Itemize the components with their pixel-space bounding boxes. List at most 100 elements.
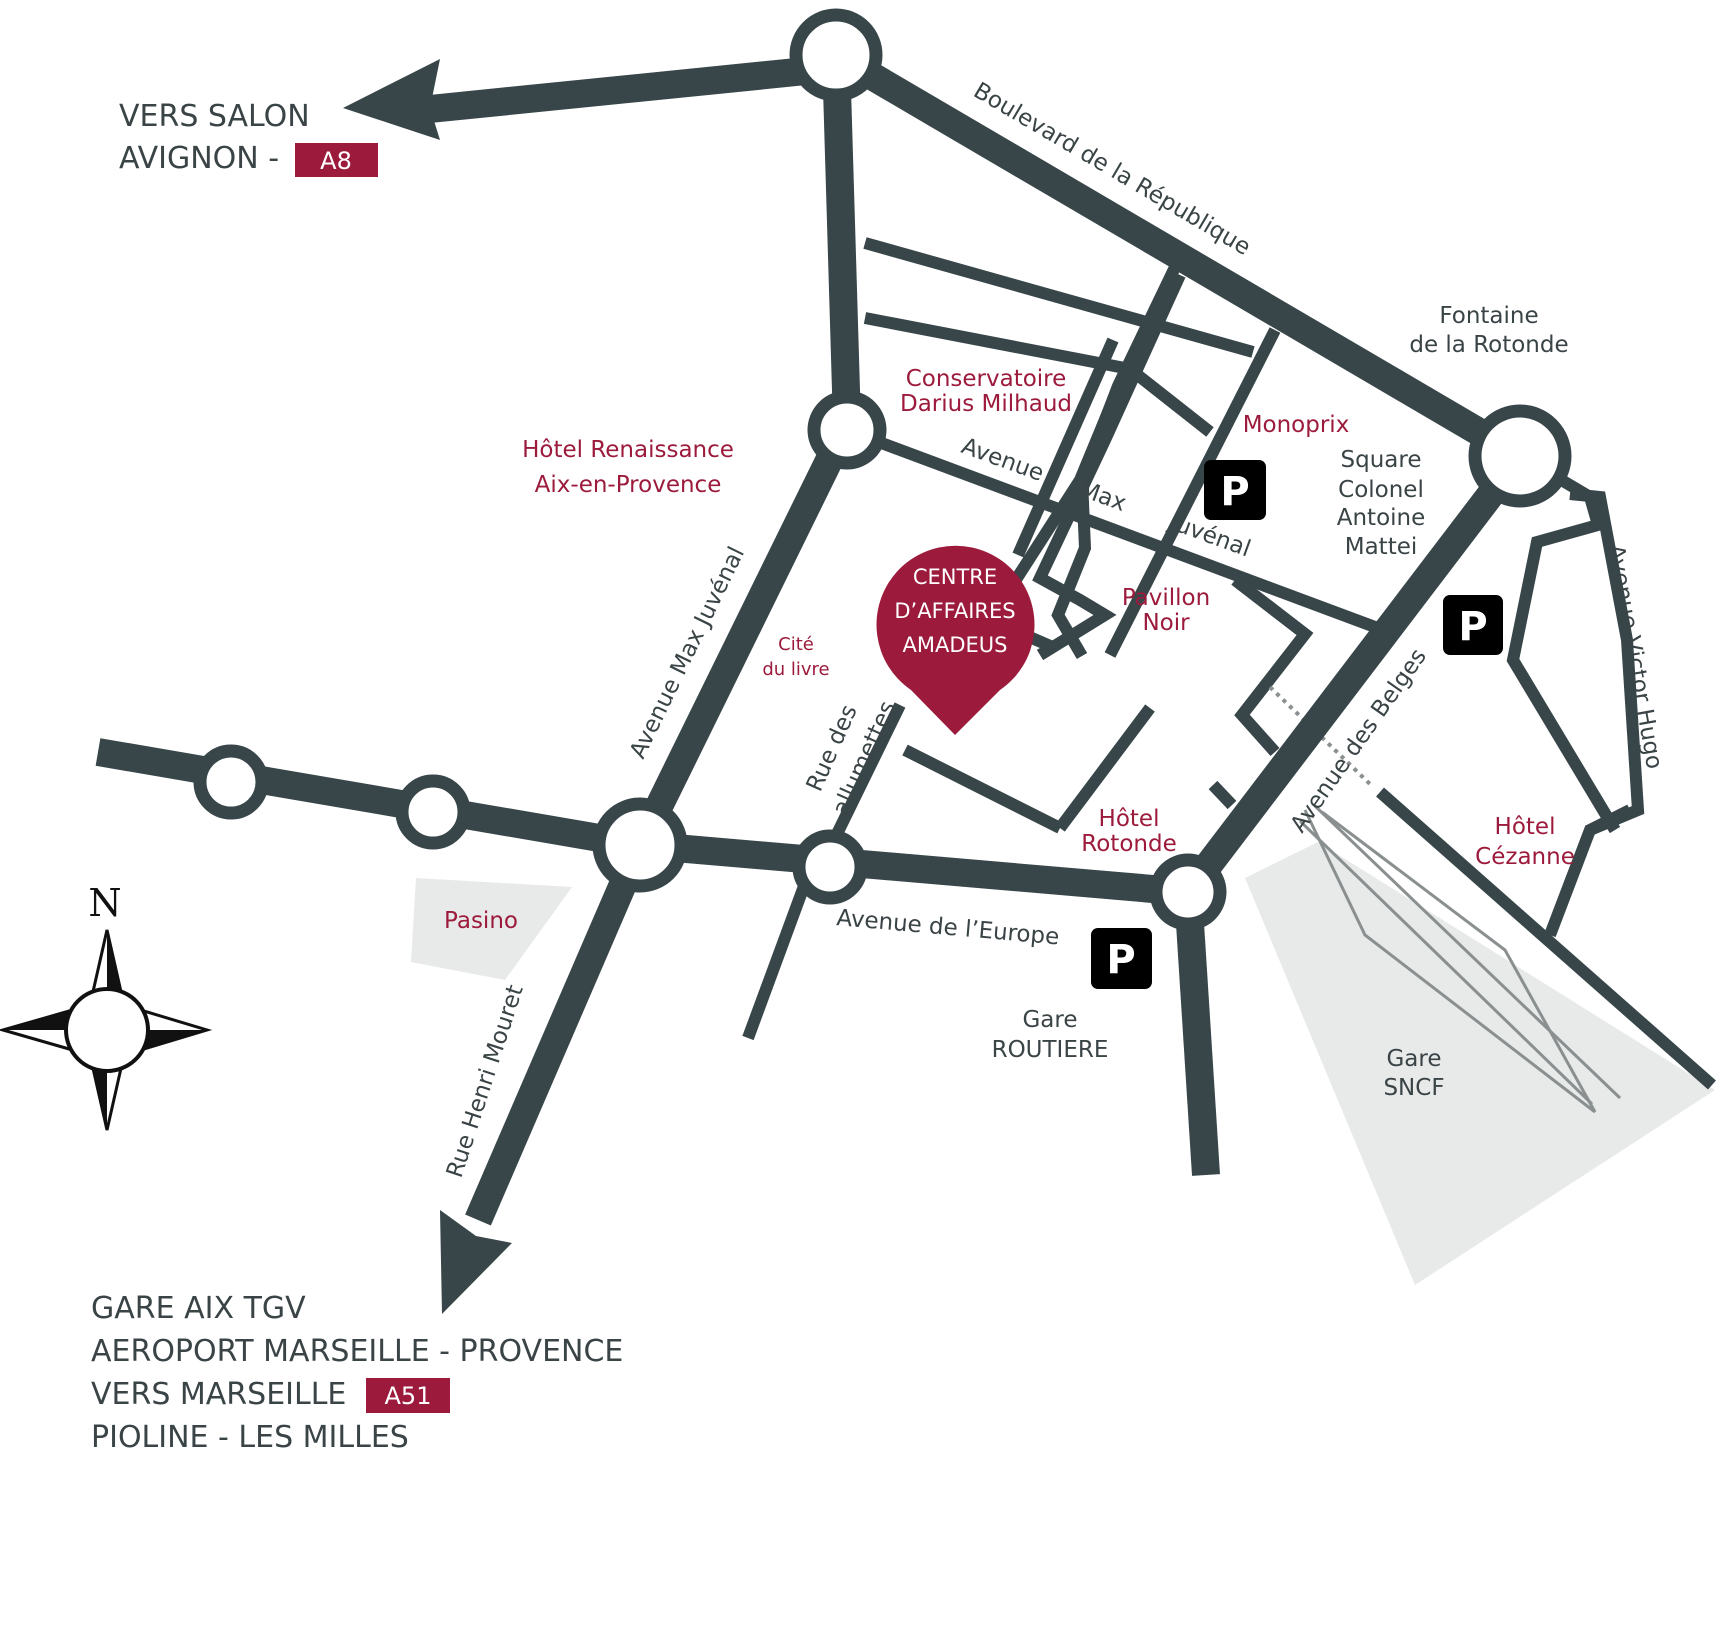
place-label-gare-routiere: ROUTIERE [992, 1037, 1109, 1063]
place-label-cite-du-livre: du livre [762, 659, 829, 680]
place-label-square: Colonel [1338, 477, 1424, 503]
street-thin [1012, 337, 1119, 558]
street-thin [902, 744, 1063, 834]
parking-sign: P [1204, 460, 1266, 520]
street-thin [1104, 327, 1281, 658]
pin-line3: AMADEUS [903, 633, 1008, 657]
place-label-gare-sncf: SNCF [1383, 1075, 1444, 1101]
street-thin [1376, 787, 1716, 1090]
rail-line [1303, 809, 1596, 1114]
road-boulevard-republique [828, 42, 1528, 469]
parking-icon [1091, 928, 1152, 989]
main-roads [95, 42, 1532, 1226]
street-thin [742, 875, 813, 1041]
place-label-cite-du-livre: Cité [778, 634, 814, 655]
place-label-conservatoire: Darius Milhaud [900, 391, 1072, 417]
direction-north-west: VERS SALON AVIGNON - A8 [119, 99, 378, 177]
rail-line [1298, 819, 1594, 1106]
roundabout [193, 744, 269, 820]
rail-lines [1298, 804, 1622, 1114]
motorway-badge-label: A8 [320, 147, 352, 175]
area-layer [411, 842, 1715, 1285]
road-avenue-belges [1176, 447, 1532, 901]
road-north-west [408, 54, 838, 125]
gare-sncf-area [1245, 842, 1715, 1285]
place-label-gare-sncf: Gare [1386, 1046, 1441, 1072]
place-label-square: Antoine [1337, 505, 1426, 531]
place-label-hotel-cezanne: Cézanne [1475, 844, 1575, 870]
direction-line: PIOLINE - LES MILLES [91, 1420, 409, 1455]
road-south-gare [1174, 891, 1220, 1176]
compass-ring [64, 987, 150, 1073]
place-label-gare-routiere: Gare [1022, 1007, 1077, 1033]
street-thin [863, 312, 1132, 375]
place-label-hotel-rotonde: Hôtel [1099, 806, 1160, 832]
direction-line: GARE AIX TGV [91, 1291, 306, 1326]
roundabout [592, 797, 688, 893]
street-thin [865, 432, 1378, 633]
street-thin [1231, 575, 1314, 756]
place-label-square: Square [1341, 447, 1422, 473]
arrow-south [440, 1210, 512, 1314]
rail-bridge-dotted [1268, 685, 1374, 788]
pin-line1: CENTRE [913, 565, 997, 589]
street-thin [863, 237, 1255, 358]
place-label-hotel-renaissance: Hôtel Renaissance [522, 437, 734, 463]
rail-line [1321, 810, 1597, 1113]
street-thin [1032, 272, 1186, 661]
pin-line2: D’AFFAIRES [894, 599, 1015, 623]
thin-streets [742, 237, 1716, 1090]
direction-line: AVIGNON - [119, 141, 279, 176]
direction-line: VERS SALON [119, 99, 310, 134]
road-avenue-europe [638, 831, 1190, 906]
place-label-hotel-cezanne: Hôtel [1495, 814, 1556, 840]
parking-letter: P [1106, 937, 1135, 983]
parking-letter: P [1220, 469, 1249, 515]
parking-icon [1204, 460, 1266, 520]
pin-shape [876, 545, 1035, 735]
road-avenue-max-juvenal-west [627, 417, 860, 852]
street-thin [1506, 472, 1621, 834]
roundabout [395, 774, 471, 850]
place-label-fontaine: Fontaine [1439, 303, 1538, 329]
motorway-badge [366, 1378, 450, 1413]
parking-sign: P [1443, 595, 1503, 655]
place-label-conservatoire: Conservatoire [906, 366, 1067, 392]
rail-line [1313, 804, 1622, 1100]
place-labels: Fontaine de la Rotonde Conservatoire Dar… [444, 303, 1575, 1101]
road-north [822, 54, 861, 425]
pasino-area [411, 878, 572, 980]
parking-letter: P [1458, 604, 1487, 650]
road-rue-henri-mouret [465, 839, 653, 1226]
place-label-hotel-rotonde: Rotonde [1081, 831, 1176, 857]
street-thin [1544, 488, 1645, 938]
street-label-avenue-europe: Avenue de l’Europe [835, 905, 1060, 950]
place-label-monoprix: Monoprix [1243, 412, 1350, 438]
roundabout [1468, 404, 1572, 508]
compass-north-label: N [88, 881, 121, 925]
place-label-square: Mattei [1345, 534, 1418, 560]
arrow-north-west [343, 59, 440, 140]
place-label-hotel-renaissance: Aix-en-Provence [535, 472, 722, 498]
street-thin [1055, 704, 1155, 832]
place-label-fontaine: de la Rotonde [1409, 332, 1568, 358]
roundabouts [193, 8, 1572, 931]
motorway-badge [295, 143, 378, 177]
road-west [95, 738, 643, 859]
direction-south: GARE AIX TGV AEROPORT MARSEILLE - PROVEN… [91, 1291, 623, 1455]
roundabout [789, 8, 883, 102]
parking-sign: P [1091, 928, 1152, 989]
motorway-badge-label: A51 [385, 1382, 432, 1410]
direction-line: VERS MARSEILLE [91, 1377, 346, 1412]
parking-icon [1443, 595, 1503, 655]
place-label-pasino: Pasino [444, 908, 518, 934]
street-thin [1126, 364, 1214, 437]
street-thin [1587, 804, 1633, 836]
compass: N [0, 881, 213, 1131]
roundabout [792, 829, 868, 905]
direction-line: AEROPORT MARSEILLE - PROVENCE [91, 1334, 623, 1369]
street-thin [829, 702, 906, 841]
destination-pin[interactable]: CENTRE D’AFFAIRES AMADEUS [876, 545, 1035, 735]
place-label-pavillon-noir: Noir [1142, 610, 1190, 636]
